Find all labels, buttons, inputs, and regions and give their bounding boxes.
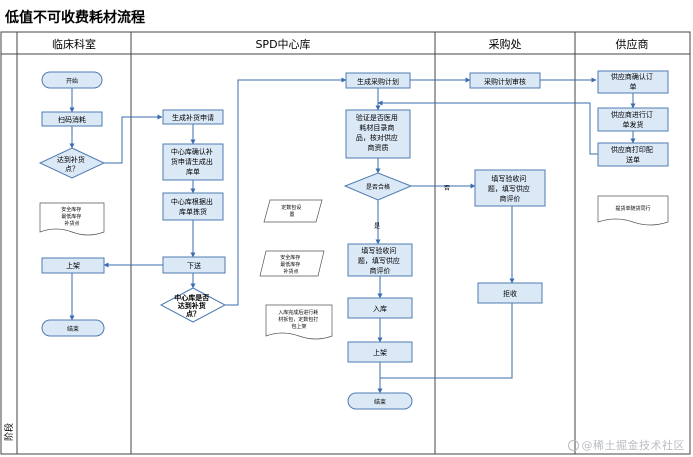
reject-node[interactable] xyxy=(477,282,543,304)
fill-accept-mid-node[interactable] xyxy=(347,243,413,277)
end-center-node[interactable] xyxy=(347,392,413,410)
center-reach-decision[interactable] xyxy=(159,287,227,323)
gen-request-node[interactable] xyxy=(162,109,224,125)
pack-note-document xyxy=(265,304,333,340)
shelve-clinic-node[interactable] xyxy=(41,257,105,274)
gen-plan-node[interactable] xyxy=(345,72,411,89)
edge-supplier-print-verify xyxy=(377,100,598,155)
lane-label-spd: SPD中心库 xyxy=(255,38,310,51)
qualified-decision[interactable] xyxy=(343,172,413,201)
edge-reach-request xyxy=(104,114,163,164)
pick-label: 中心库根据出 库单拣货 xyxy=(171,197,215,216)
safety-stock-data xyxy=(259,250,325,277)
warehouse-in-label: 入库 xyxy=(373,304,387,313)
supplier-confirm-node[interactable] xyxy=(597,70,669,94)
delivery-note-document xyxy=(597,195,669,226)
center-reach-decision-label: 中心库是否 达到补货 点？ xyxy=(174,293,211,318)
reach-decision-label: 达到补货 点？ xyxy=(57,155,87,173)
edge-label-no: 否 xyxy=(444,185,450,192)
fill-accept-pur-label: 填写验收问 题，填写供应 商评价 xyxy=(488,174,532,203)
watermark: @稀土掘金技术社区 xyxy=(567,437,686,453)
start-node[interactable] xyxy=(41,71,103,89)
stage-label: 阶段 xyxy=(3,423,15,441)
edge-center-reach-plan xyxy=(225,77,347,306)
pack-note-label: 入库完成后进行耗 材拆包，定数包打 包上架 xyxy=(278,309,320,330)
scan-label: 扫码消耗 xyxy=(58,115,86,124)
confirm-request-label: 中心库确认补 货申请生成出 库单 xyxy=(171,147,215,176)
supplier-print-label: 供应商打印配 送单 xyxy=(611,145,655,164)
warehouse-in-node[interactable] xyxy=(347,297,413,319)
lane-label-supplier: 供应商 xyxy=(616,37,649,51)
supplier-ship-label: 供应商进行订 单发货 xyxy=(611,110,655,129)
shelve-center-node[interactable] xyxy=(347,341,413,363)
dispatch-node[interactable] xyxy=(162,256,226,274)
confirm-request-node[interactable] xyxy=(162,143,224,181)
shelve-center-label: 上架 xyxy=(373,348,387,357)
juejin-logo-icon xyxy=(567,440,579,451)
verify-node[interactable] xyxy=(345,109,411,159)
qualified-decision-label: 是否合格 xyxy=(366,183,390,191)
edge-label-yes: 是 xyxy=(374,223,380,230)
delivery-note-label: 提货单随货同行 xyxy=(615,205,650,212)
shelve-clinic-label: 上架 xyxy=(66,261,80,270)
fixed-pack-data xyxy=(263,199,323,223)
reach-decision[interactable] xyxy=(38,147,106,179)
scan-node[interactable] xyxy=(41,111,103,127)
gen-request-label: 生成补货申请 xyxy=(172,113,214,122)
fixed-pack-label: 定数包设 置 xyxy=(281,204,303,218)
supplier-print-node[interactable] xyxy=(597,142,669,167)
safety-stock-document-label: 安全库存 最低库存 补货点 xyxy=(61,206,83,227)
page-title: 低值不可收费耗材流程 xyxy=(4,9,145,26)
plan-review-label: 采购计划审核 xyxy=(484,77,526,86)
pick-node[interactable] xyxy=(162,192,224,221)
end-clinic-node[interactable] xyxy=(41,319,105,337)
end-clinic-label: 结束 xyxy=(67,325,79,333)
fill-accept-mid-label: 填写验收问 题，填写供应 商评价 xyxy=(358,246,402,275)
watermark-text: @稀土掘金技术社区 xyxy=(581,439,685,452)
end-center-label: 结束 xyxy=(374,398,386,406)
plan-review-node[interactable] xyxy=(469,72,541,89)
safety-stock-data-label: 安全库存 最低库存 补货点 xyxy=(280,254,302,275)
lane-label-purchase: 采购处 xyxy=(489,37,522,51)
supplier-confirm-label: 供应商确认订 单 xyxy=(611,72,655,91)
gen-plan-label: 生成采购计划 xyxy=(357,77,399,86)
lane-label-clinic: 临床科室 xyxy=(52,37,96,51)
edge-reject-return xyxy=(380,303,513,379)
reject-label: 拒收 xyxy=(503,289,517,298)
verify-label: 验证是否医用 耗材目录商 品，核对供应 商资质 xyxy=(356,113,400,152)
diagram-border xyxy=(0,31,691,455)
safety-stock-document xyxy=(39,202,105,236)
dispatch-label: 下送 xyxy=(187,261,201,270)
fill-accept-pur-node[interactable] xyxy=(474,169,546,207)
start-label: 开始 xyxy=(66,77,78,85)
supplier-ship-node[interactable] xyxy=(597,107,669,132)
